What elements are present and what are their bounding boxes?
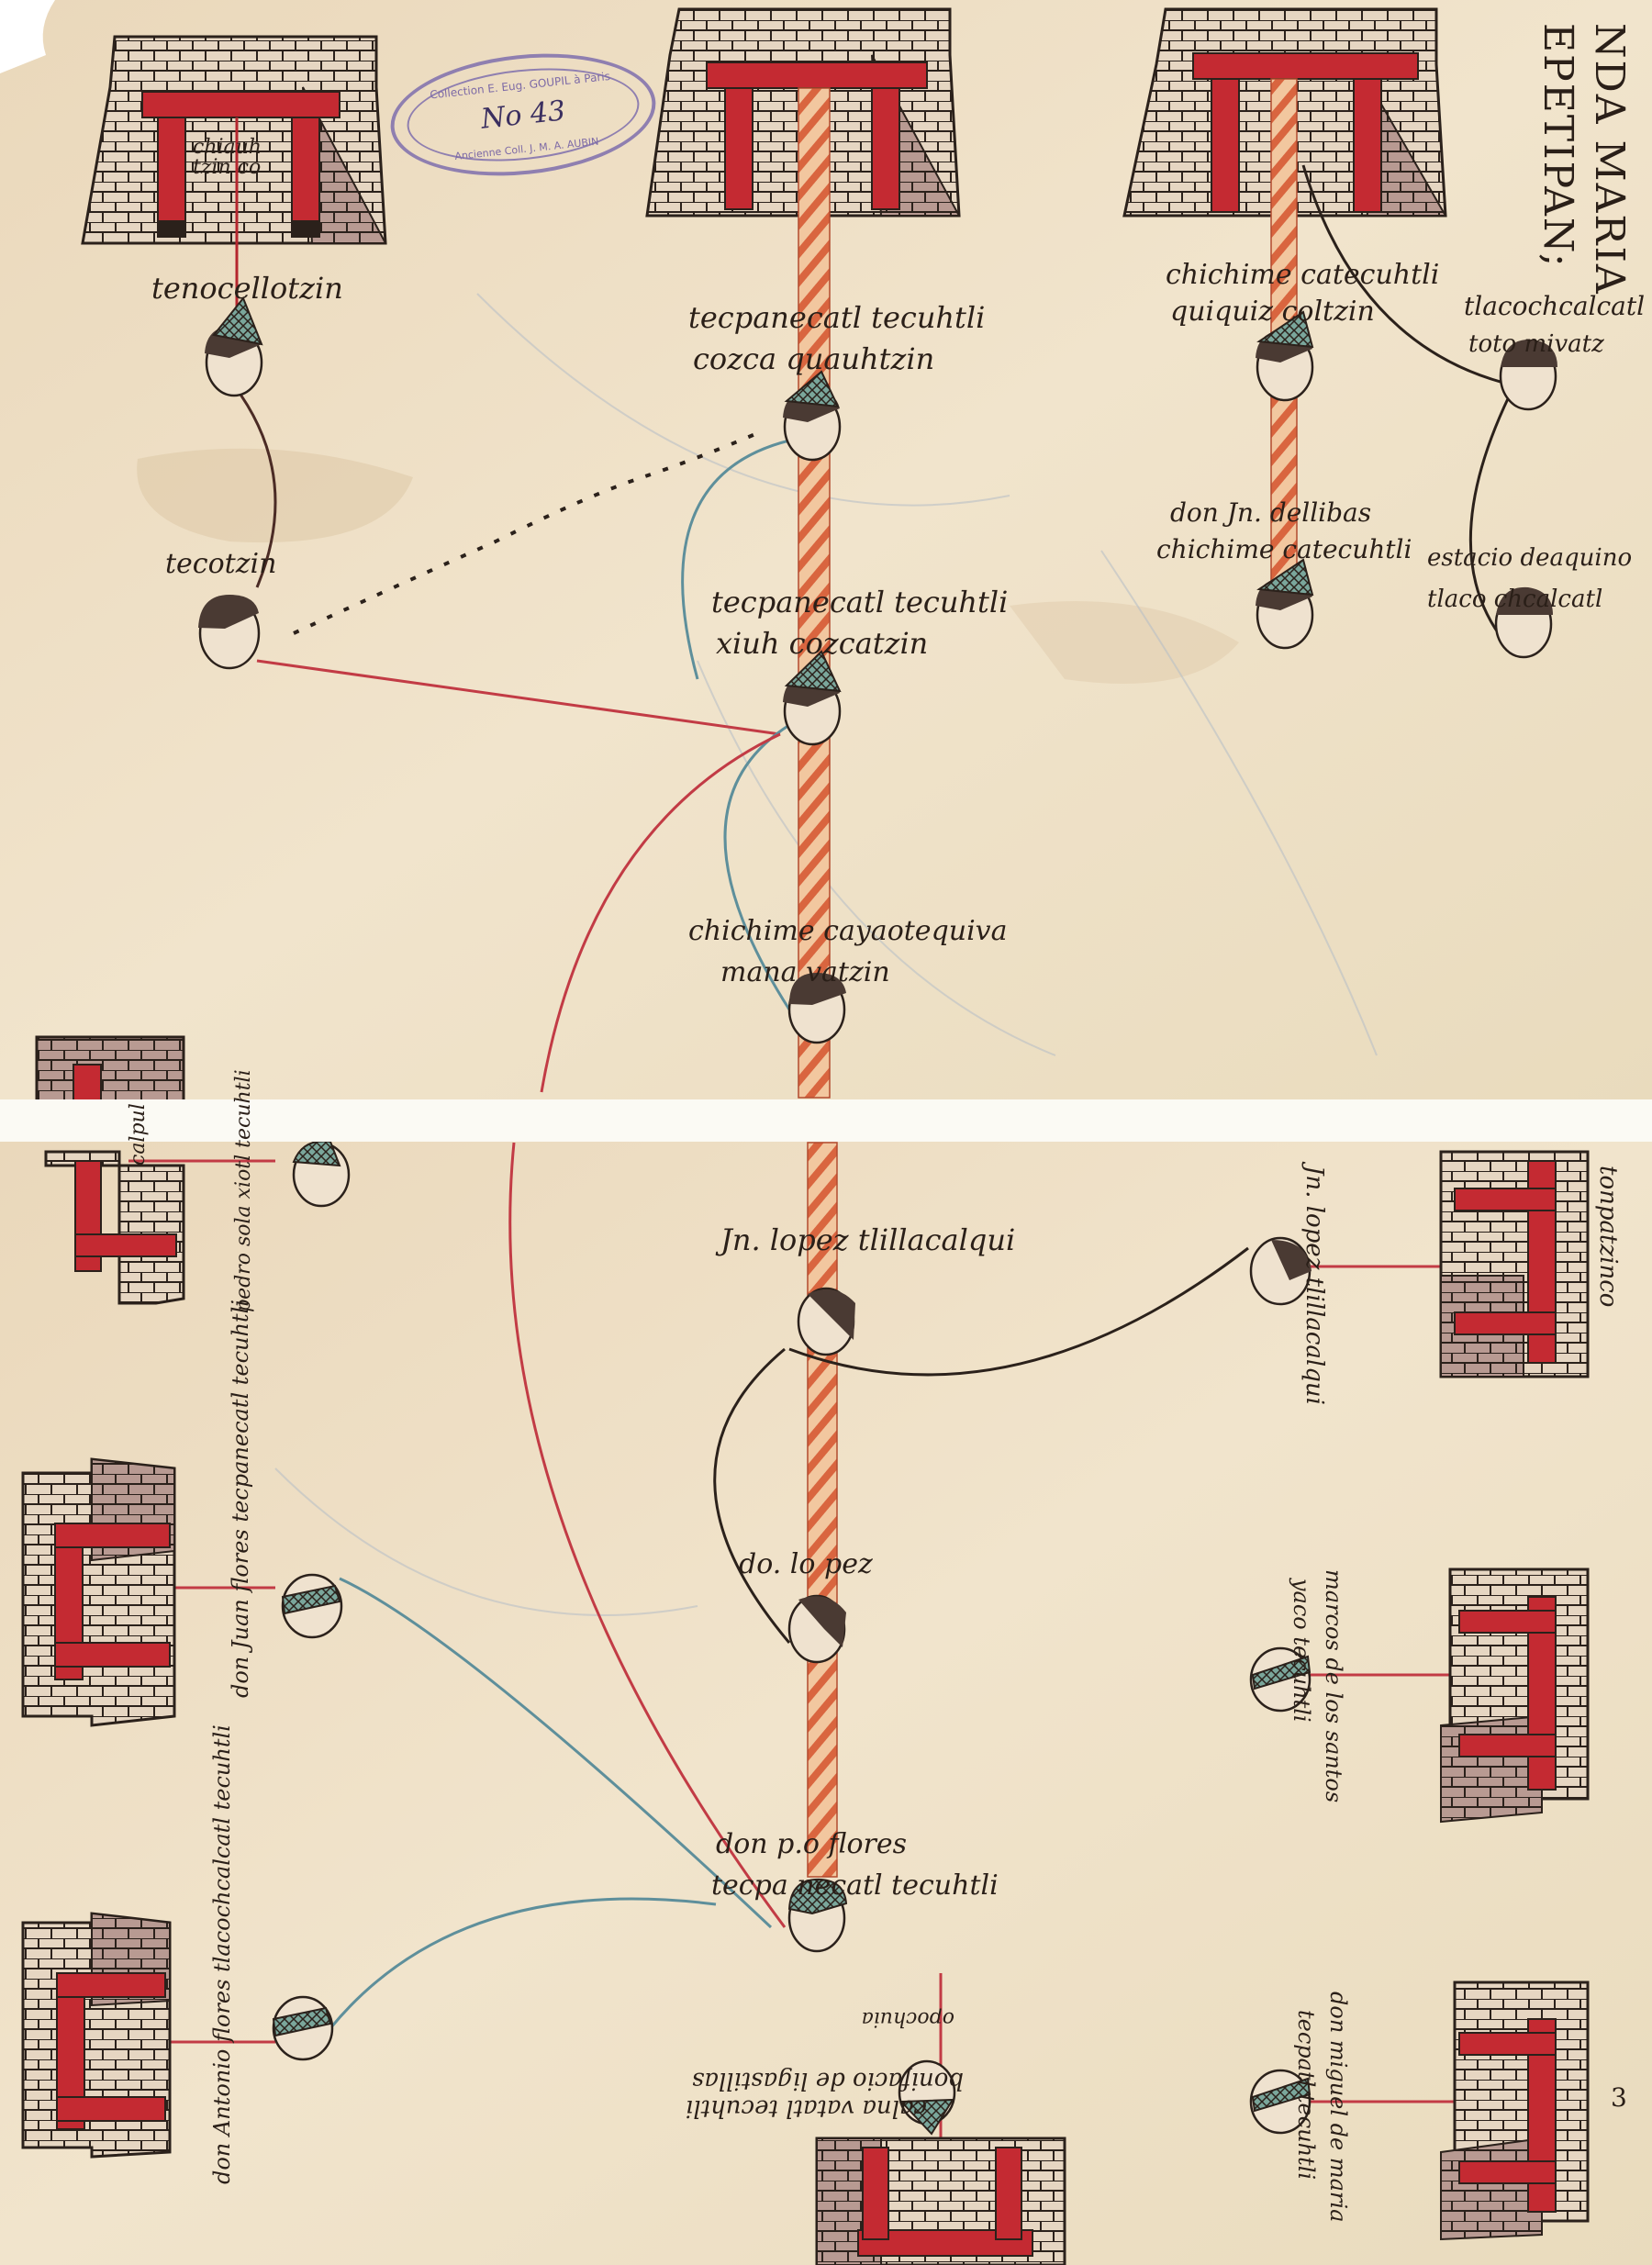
temple-glyph-side [44,1150,185,1305]
lineage-column-center-top [798,87,831,1099]
title-line-2: EPETIPAN; [1535,23,1581,269]
glyph-label: tlacochcalcatl [1464,291,1646,321]
sheet-gap [0,1099,1652,1142]
glyph-label: chichime cayaotequiva [688,915,1008,947]
temple-glyph-side [21,1912,172,2159]
figure-head-inverted [898,2059,956,2136]
figure-head [1249,1646,1312,1713]
glyph-label: mana vatzin [720,956,890,988]
temple-glyph-side [1440,1980,1590,2241]
document-title: NDA MARIA EPETIPAN; [1535,23,1633,296]
figure-head [281,1573,343,1639]
figure-head [1494,586,1553,659]
glyph-label: tecotzin [165,548,277,580]
figure-head [272,1995,334,2061]
glyph-label: bonifacio de ligastillas [692,2067,964,2094]
figure-head [205,296,263,397]
glyph-label: chichime catecuhtli [1166,259,1440,291]
glyph-label: Jn. lopez tlillacalqui [1300,1166,1328,1405]
glyph-label: don Juan flores tecpanecatl tecuhtli [228,1300,253,1698]
glyph-label: tonpatzinco [1594,1166,1622,1308]
glyph-label: yaco tecuhtli [1289,1579,1314,1723]
glyph-label: don Jn. dellibas [1170,497,1372,528]
glyph-label: tecpa necatl tecuhtli [711,1869,999,1902]
figure-head [1499,339,1557,411]
kinship-lines [128,164,1524,2230]
figure-head [198,595,261,670]
glyph-label: chiauh tzin co [193,136,262,179]
glyph-label: calna vatatl tecuhtli [685,2094,927,2122]
glyph-label: quiquiz coltzin [1170,296,1375,328]
figure-head [1249,1236,1312,1306]
glyph-label: pedro sola xiotl tecuhtli [232,1069,255,1312]
glyph-label: don p.o flores [716,1828,908,1860]
page-number: 3 [1611,2082,1627,2113]
glyph-label: opochuia [861,2007,954,2030]
temple-glyph-inverted [815,2137,1066,2265]
figure-head [787,1594,846,1664]
glyph-label: chichime catecuhtli [1156,534,1412,564]
glyph-label: cozca quauhtzin [693,341,935,376]
figure-head [787,1878,848,1953]
figure-head [292,1140,351,1208]
glyph-label: don miguel de maria [1325,1992,1351,2223]
figure-head [1256,310,1314,402]
faint-guide-lines [274,293,1378,1616]
temple-glyph [81,35,387,245]
figure-head [783,370,842,462]
glyph-label: calpul [127,1103,150,1166]
figure-head [783,650,842,746]
glyph-label: tenocellotzin [151,271,343,306]
temple-glyph-side [1439,1150,1590,1378]
glyph-label: do. lo pez [739,1548,873,1580]
glyph-label: marcos de los santos [1321,1569,1346,1803]
glyph-label: xiuh cozcatzin [716,626,929,661]
glyph-label: Jn. lopez tlillacalqui [720,1222,1016,1257]
temple-glyph-side [1440,1568,1590,1824]
temple-glyph-side [21,1457,176,1727]
lineage-column-center-bottom [807,1142,838,1878]
figure-head [1249,2069,1312,2135]
glyph-label: estacio deaquino [1427,544,1633,572]
glyph-label: tecpanecatl tecuhtli [711,585,1009,619]
glyph-label: tecpatl tecuhtli [1293,2010,1319,2181]
glyph-label: tecpanecatl tecuhtli [688,300,986,335]
title-line-1: NDA MARIA [1586,23,1633,296]
figure-head [1256,558,1314,650]
paper-edge-torn [0,0,55,73]
glyph-label: tlaco chcalcatl [1427,586,1603,613]
paper-stain [1010,601,1239,684]
glyph-label: toto mivatz [1468,330,1604,358]
glyph-label: don Antonio flores tlacochcalcatl tecuht… [209,1724,235,2184]
figure-head [787,973,846,1044]
temple-glyph-side [35,1035,185,1112]
figure-head [797,1287,855,1356]
